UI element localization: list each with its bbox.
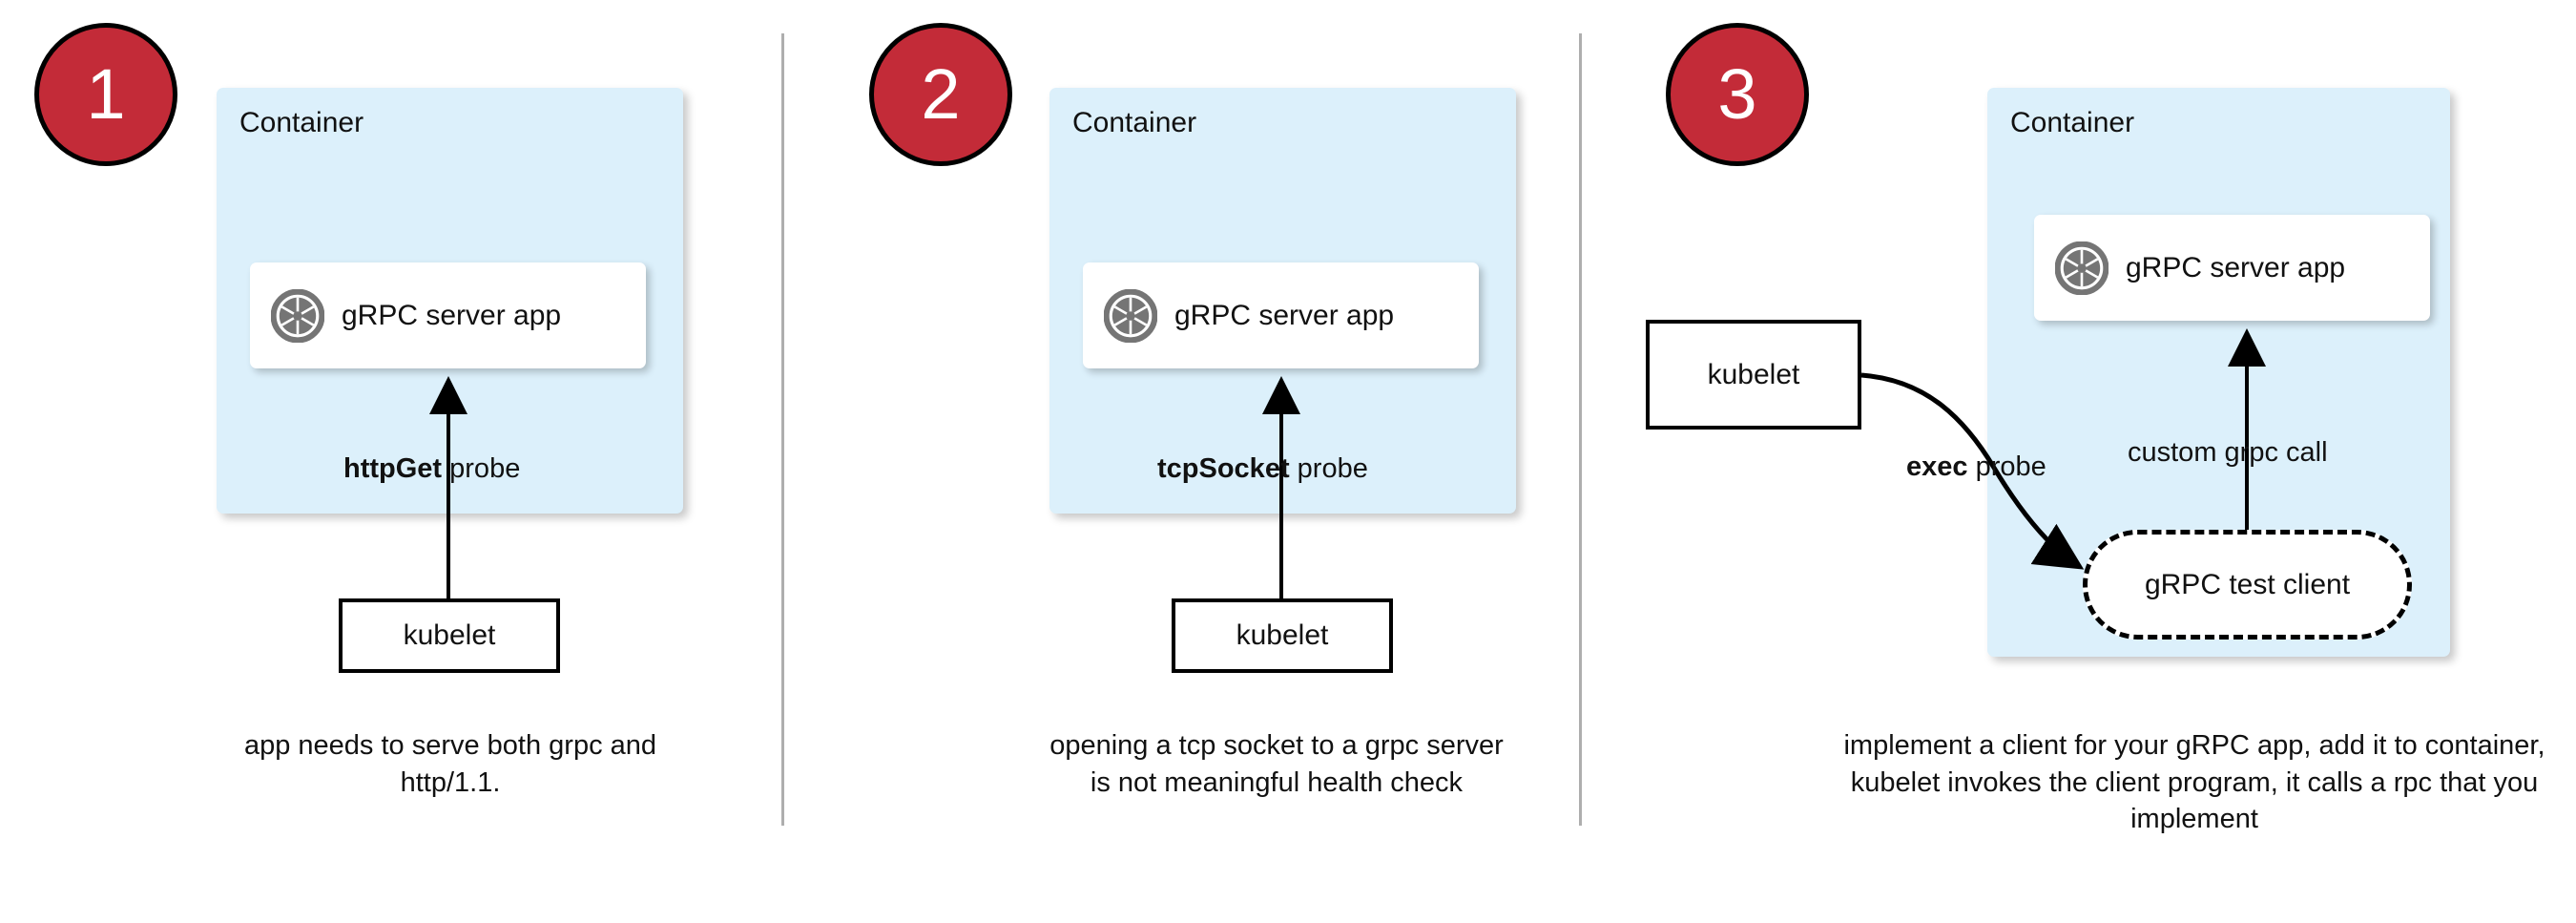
custom-grpc-call-label: custom grpc call xyxy=(2128,437,2328,468)
container-label: Container xyxy=(1072,107,1197,138)
panel-caption-2: opening a tcp socket to a grpc server is… xyxy=(1049,730,1504,798)
panel-divider-2 xyxy=(1579,33,1582,826)
aperture-icon xyxy=(270,288,325,343)
kubelet-box-1: kubelet xyxy=(339,598,560,673)
app-box-grpc-server-3: gRPC server app xyxy=(2034,215,2430,321)
aperture-icon xyxy=(1103,288,1158,343)
step-badge-number: 3 xyxy=(1717,54,1757,134)
step-badge-3: 3 xyxy=(1666,23,1809,166)
app-box-label: gRPC server app xyxy=(2126,251,2346,283)
panel-divider-1 xyxy=(781,33,784,826)
kubelet-box-2: kubelet xyxy=(1172,598,1393,673)
step-badge-number: 1 xyxy=(86,54,126,134)
probe-label-rest: probe xyxy=(442,453,521,484)
kubelet-label: kubelet xyxy=(1236,619,1329,651)
app-box-label: gRPC server app xyxy=(1174,299,1395,331)
grpc-test-client-label: gRPC test client xyxy=(2144,568,2351,600)
probe-label-bold: exec xyxy=(1906,451,1968,482)
probe-label-rest: probe xyxy=(1967,451,2046,482)
aperture-icon xyxy=(2054,241,2109,295)
panel-caption-1: app needs to serve both grpc and http/1.… xyxy=(243,730,657,798)
probe-label-httpget: httpGet probe xyxy=(343,453,520,485)
panel-caption-3: implement a client for your gRPC app, ad… xyxy=(1843,730,2545,835)
grpc-test-client-box: gRPC test client xyxy=(2083,530,2412,640)
probe-label-exec: exec probe xyxy=(1906,451,2046,483)
probe-label-bold: tcpSocket xyxy=(1157,453,1290,484)
probe-label-tcpsocket: tcpSocket probe xyxy=(1157,453,1368,485)
app-box-label: gRPC server app xyxy=(342,299,562,331)
probe-label-bold: httpGet xyxy=(343,453,443,484)
step-badge-2: 2 xyxy=(869,23,1012,166)
kubelet-label: kubelet xyxy=(403,619,496,651)
container-label: Container xyxy=(2010,107,2135,138)
app-box-grpc-server-1: gRPC server app xyxy=(250,262,646,368)
container-label: Container xyxy=(239,107,364,138)
step-badge-number: 2 xyxy=(921,54,961,134)
probe-label-rest: probe xyxy=(1289,453,1368,484)
app-box-grpc-server-2: gRPC server app xyxy=(1083,262,1479,368)
step-badge-1: 1 xyxy=(34,23,177,166)
kubelet-label: kubelet xyxy=(1707,358,1800,390)
kubelet-box-3: kubelet xyxy=(1646,320,1861,430)
